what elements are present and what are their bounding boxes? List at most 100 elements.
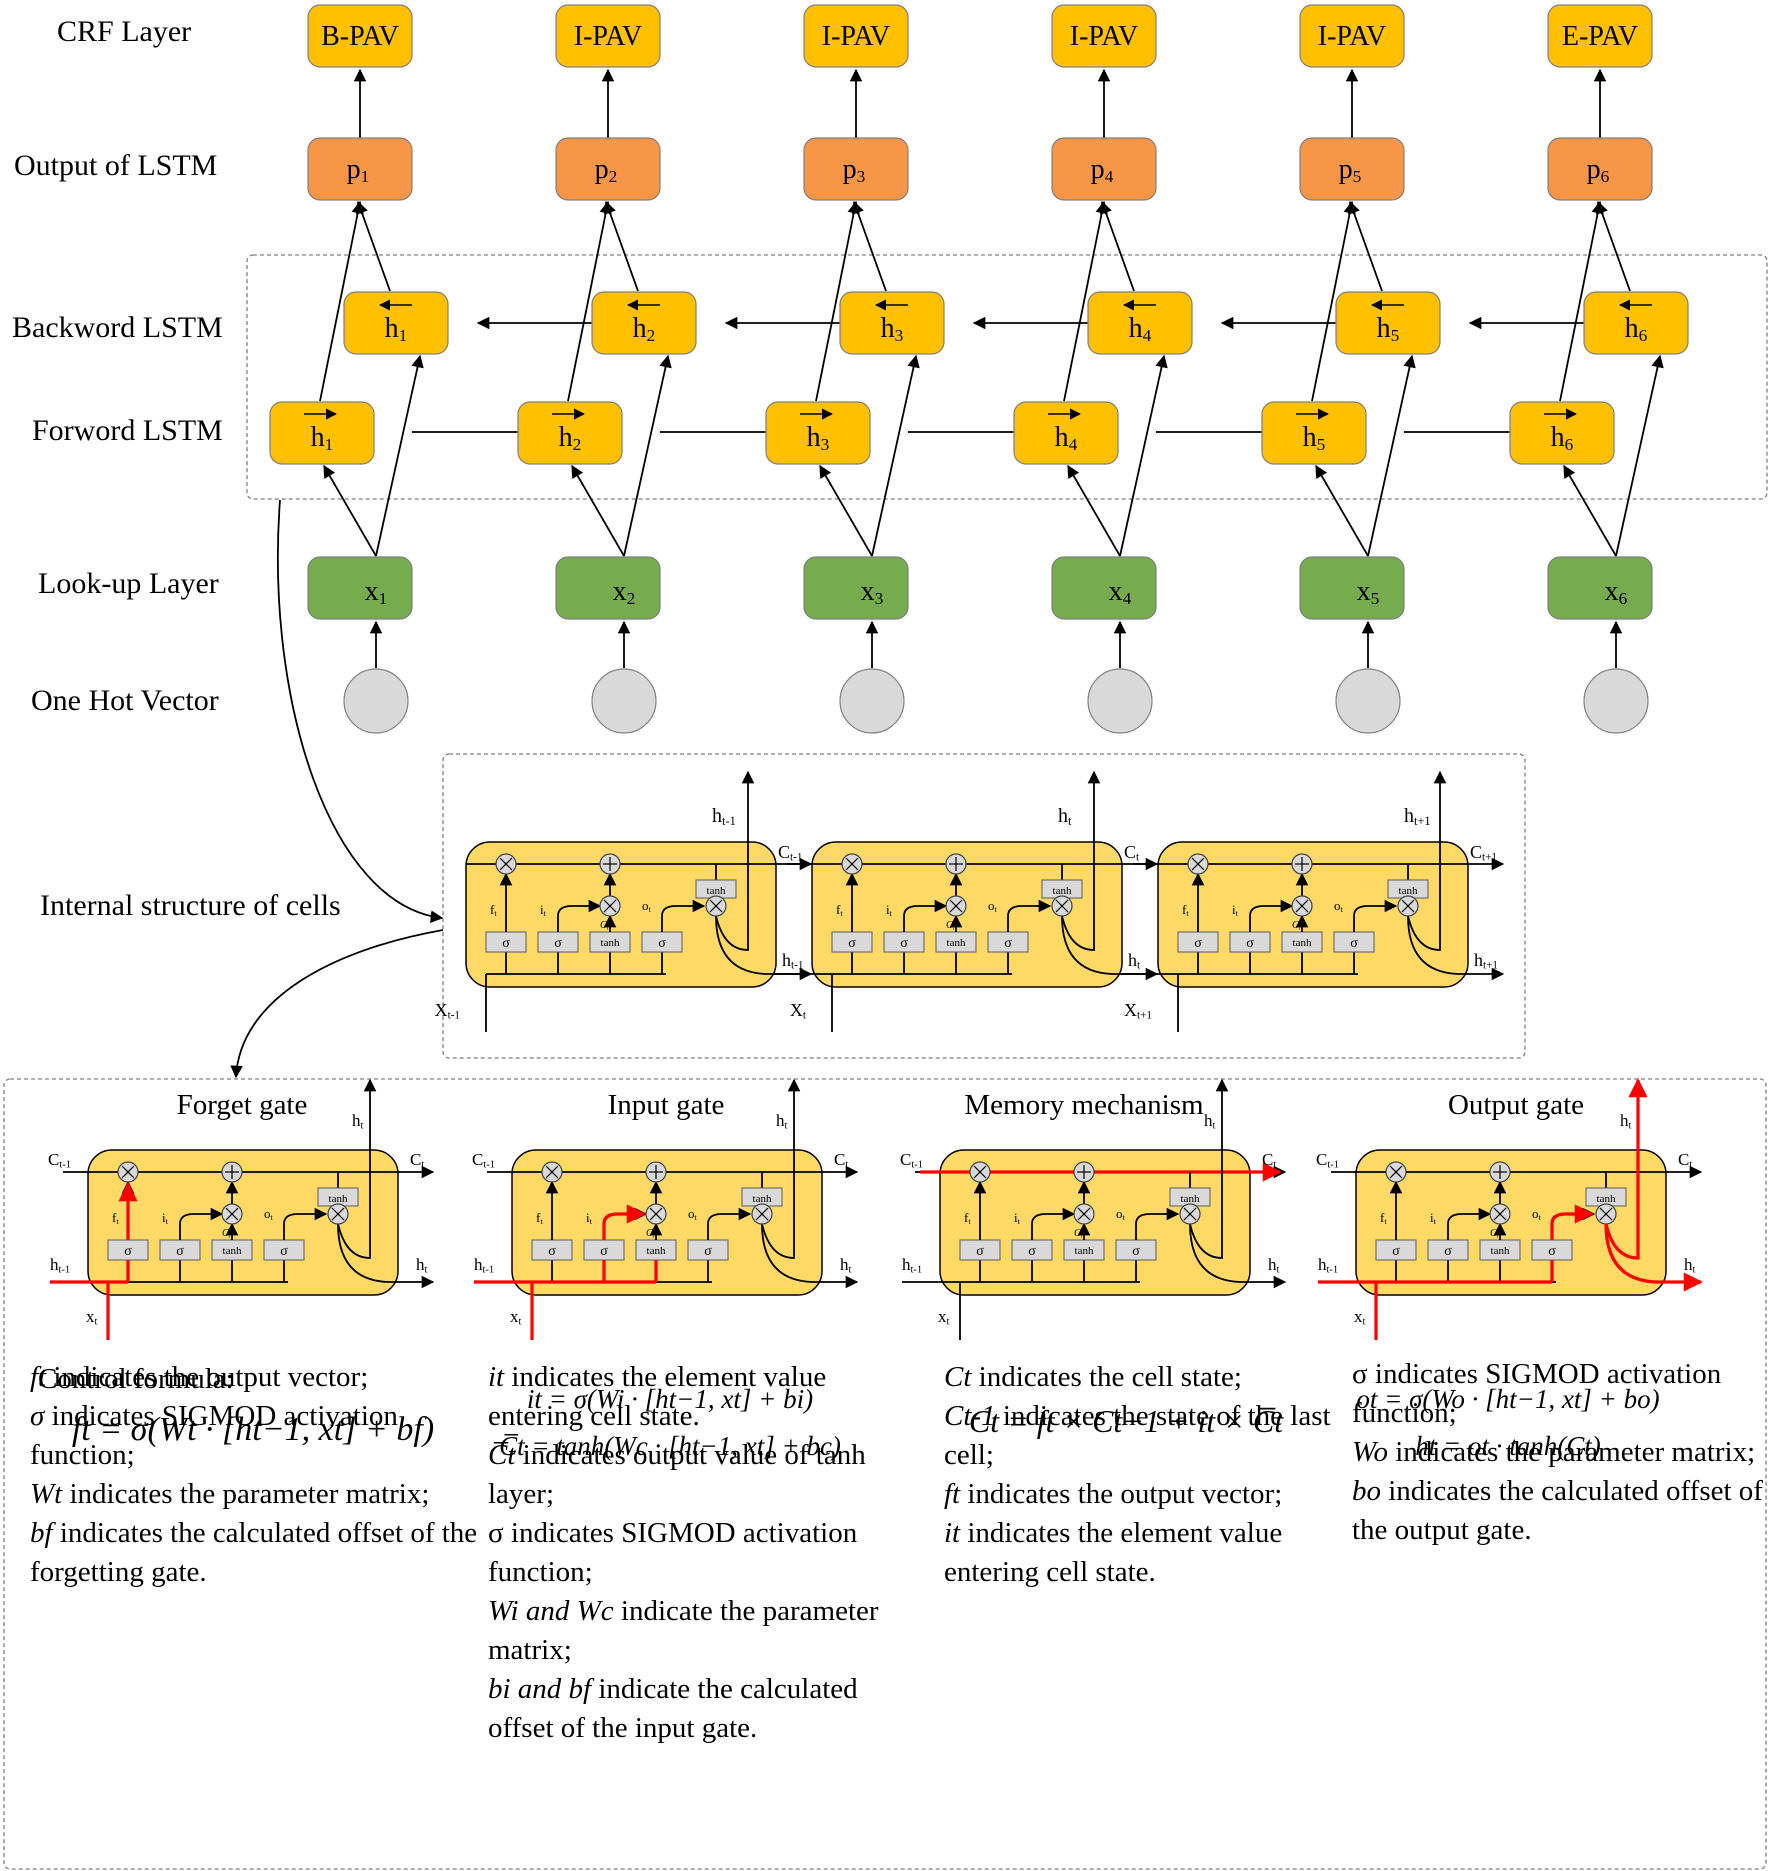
label-subscript: 4: [1069, 435, 1078, 454]
label-subscript: t: [494, 909, 497, 918]
sigma-label: σ: [280, 1244, 288, 1259]
multiply-node-glyph: [1055, 899, 1069, 913]
gate-title: Input gate: [608, 1089, 725, 1121]
gate-state-in-label: Ct-1: [472, 1150, 495, 1171]
input-to-backward-arrow: [375, 354, 424, 557]
sigma-label: σ: [976, 1244, 984, 1259]
hidden-output-path: [1407, 915, 1505, 981]
label-main: h: [1551, 422, 1565, 453]
input-node-label: x2: [613, 576, 636, 608]
one-hot-vector-circle: [343, 668, 409, 734]
label-main: h: [416, 1255, 425, 1274]
label-subscript: t-1: [791, 960, 803, 972]
label-subscript: t: [953, 925, 955, 932]
label-subscript: t: [947, 1317, 950, 1328]
label-main: p: [595, 154, 609, 185]
tanh-label: tanh: [1181, 1193, 1200, 1205]
label-subscript: 4: [1143, 326, 1152, 345]
multiply-node-glyph: [755, 1207, 769, 1221]
desc-input-line: σ indicates SIGMOD activation function;: [488, 1517, 858, 1588]
backward-node-box: [343, 291, 449, 355]
input-to-forward-arrow: [323, 464, 377, 557]
sigma-label: σ: [554, 936, 562, 951]
forward-node-box: [765, 401, 871, 465]
forget-gate-label: ft: [964, 1210, 971, 1226]
tanh-label: tanh: [1399, 885, 1418, 897]
label-main: o: [1334, 898, 1341, 913]
label-main: h: [1268, 1255, 1277, 1274]
output-node-label: p3: [843, 154, 866, 186]
gate-state-in-label: Ct-1: [48, 1150, 71, 1171]
label-subscript: t-1: [790, 852, 802, 864]
label-main: p: [843, 154, 857, 185]
label-subscript: 6: [1601, 167, 1610, 186]
crf-tag-box: [307, 4, 413, 68]
label-subscript: t-1: [1327, 1160, 1339, 1171]
label-subscript: t: [361, 1121, 364, 1132]
one-hot-vector-circle: [1583, 668, 1649, 734]
label-main: C: [1490, 1228, 1497, 1239]
chain-input-label: Xt-1: [435, 1000, 460, 1022]
multiply-node-glyph: [499, 857, 513, 871]
forget-formula: ft = σ(Wt · [ht−1, xt] + bf): [72, 1411, 434, 1448]
gate-hidden-out-label: ht: [1268, 1255, 1280, 1276]
candidate-label: Ct: [946, 920, 955, 932]
label-subscript: t-1: [483, 1160, 495, 1171]
output-gate-label: ot: [688, 1206, 698, 1222]
label-main: h: [807, 422, 821, 453]
input-to-backward-arrow: [1615, 354, 1664, 557]
backward-to-output-arrow: [1595, 200, 1631, 292]
backward-node-box: [591, 291, 697, 355]
label-subscript: t: [845, 1160, 848, 1171]
gate-state-out-label: Ct: [1678, 1150, 1692, 1171]
control-formula-title: Control formula:: [38, 1363, 234, 1395]
label-main: C: [48, 1150, 59, 1169]
forward-node-label: h3: [807, 422, 830, 454]
multiply-node-glyph: [331, 1207, 345, 1221]
crf-tag-label: I-PAV: [1318, 21, 1386, 52]
output-gate-label: ot: [1334, 898, 1344, 914]
multiply-node-glyph: [845, 857, 859, 871]
backward-node-label: h5: [1377, 313, 1400, 345]
label-main: i: [586, 1210, 590, 1225]
sigma-label: σ: [600, 1244, 608, 1259]
input-to-forward-arrow: [1315, 464, 1369, 557]
desc-forget-line: Wt indicates the parameter matrix;: [30, 1478, 430, 1510]
crf-tag-box: [555, 4, 661, 68]
label-subscript: 5: [1317, 435, 1326, 454]
label-subscript: 1: [325, 435, 334, 454]
forward-to-output-arrow: [319, 200, 364, 402]
label-main: h: [1377, 313, 1391, 344]
label-subscript: 5: [1371, 589, 1380, 608]
multiply-node-glyph: [1401, 899, 1415, 913]
label-main: C: [472, 1150, 483, 1169]
backward-to-output-arrow: [603, 200, 639, 292]
highlight-path: [1604, 1223, 1703, 1292]
output-gate-arrow: [283, 1207, 328, 1240]
output-gate-label: ot: [642, 898, 652, 914]
backward-to-output-arrow: [851, 200, 887, 292]
label-subscript: t: [1363, 1317, 1366, 1328]
input-to-backward-arrow: [1367, 354, 1416, 557]
input-gate-label: it: [1014, 1210, 1021, 1226]
output-gate-arrow: [1135, 1207, 1180, 1240]
label-subscript: t-1: [59, 1265, 71, 1276]
multiply-node-glyph: [1183, 1207, 1197, 1221]
desc-memory: Ct indicates the cell state; Ct-1 indica…: [944, 1358, 1344, 1592]
label-main: o: [264, 1206, 271, 1221]
chain-hidden-top-label: ht-1: [712, 805, 736, 828]
backward-node-label: h3: [881, 313, 904, 345]
label-subscript: 2: [609, 167, 618, 186]
candidate-label: Ct: [1490, 1228, 1499, 1240]
gate-title: Output gate: [1448, 1089, 1584, 1121]
multiply-node-glyph: [709, 899, 723, 913]
label-subscript: 6: [1565, 435, 1574, 454]
forward-node-label: h5: [1303, 422, 1326, 454]
label-subscript: t-1: [59, 1160, 71, 1171]
label-main: f: [964, 1210, 969, 1225]
label-main: h: [1474, 950, 1483, 970]
label-main: o: [1116, 1206, 1123, 1221]
highlight-path: [1604, 1078, 1648, 1260]
